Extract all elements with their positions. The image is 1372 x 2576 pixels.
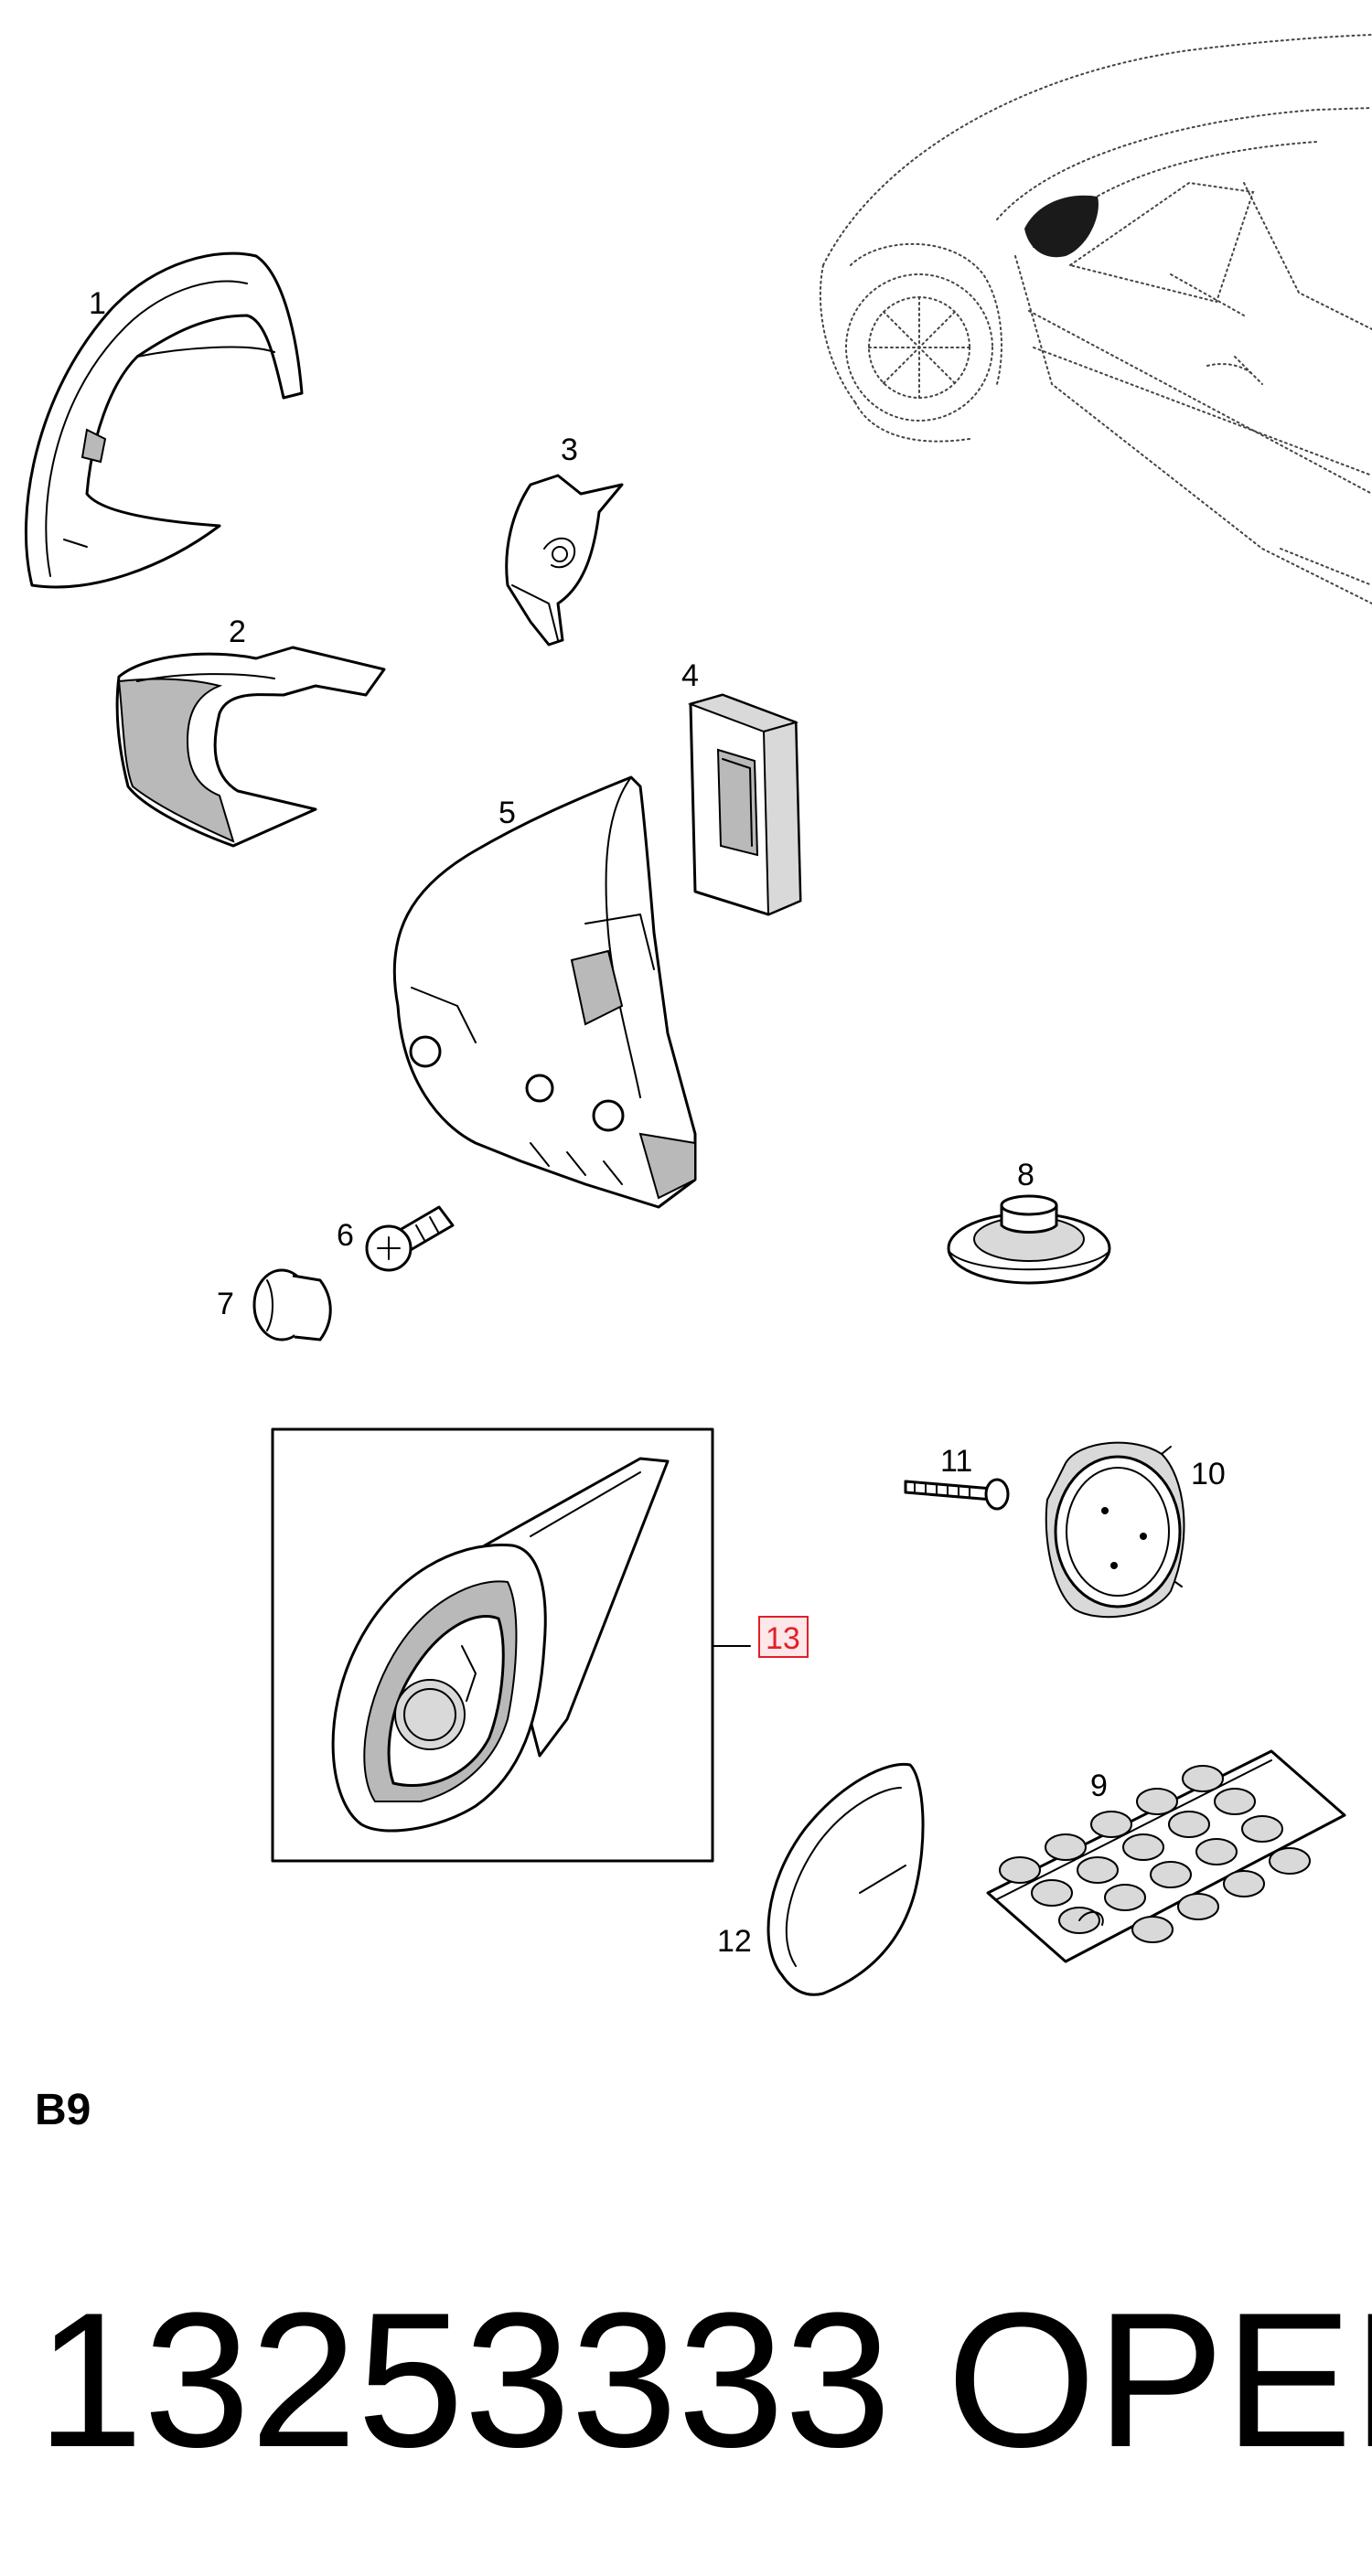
callout-10: 10: [1191, 1457, 1226, 1491]
callout-6: 6: [337, 1218, 354, 1253]
callout-7: 7: [217, 1287, 234, 1321]
part-3-bracket: [505, 474, 624, 647]
callout-13-highlight-box: [758, 1616, 809, 1658]
callout-5: 5: [498, 796, 516, 830]
callout-8: 8: [1017, 1158, 1034, 1192]
part-9-adhesive-pads: [986, 1749, 1346, 1963]
motor-screw-hole: [1110, 1562, 1118, 1569]
footer-part-number: 13253333: [37, 2272, 891, 2487]
part-7-plug: [252, 1268, 332, 1341]
callout-1: 1: [89, 286, 106, 321]
part-2-lower-cover: [115, 646, 386, 848]
car-outline-illustration: [819, 34, 1372, 604]
part-4-foam-pad: [687, 693, 802, 916]
part-6-screw: [365, 1205, 455, 1272]
motor-screw-hole: [1140, 1533, 1147, 1540]
part-5-mirror-base: [392, 775, 697, 1209]
callout-11: 11: [940, 1444, 972, 1479]
section-label: B9: [35, 2086, 91, 2134]
part-13-mirror-assembly: [271, 1427, 751, 1863]
motor-screw-hole: [1101, 1507, 1109, 1514]
assembly-frame: [271, 1427, 714, 1863]
part-11-long-screw: [904, 1478, 1010, 1511]
part-1-mirror-cover: [24, 251, 304, 589]
part-8-grommet: [947, 1194, 1111, 1285]
callout-3: 3: [561, 433, 578, 467]
callout-13: 13: [766, 1621, 800, 1656]
callout-4: 4: [681, 658, 699, 693]
part-10-adjustment-motor: [1045, 1441, 1185, 1619]
callout-9: 9: [1090, 1769, 1108, 1803]
footer-brand: OPEL: [947, 2272, 1372, 2487]
adhesive-dots: [999, 1765, 1311, 1943]
callout-12: 12: [717, 1924, 752, 1959]
mirror-location-marker: [1024, 195, 1099, 258]
callout-2: 2: [229, 615, 246, 649]
part-12-mirror-glass: [766, 1762, 925, 1996]
